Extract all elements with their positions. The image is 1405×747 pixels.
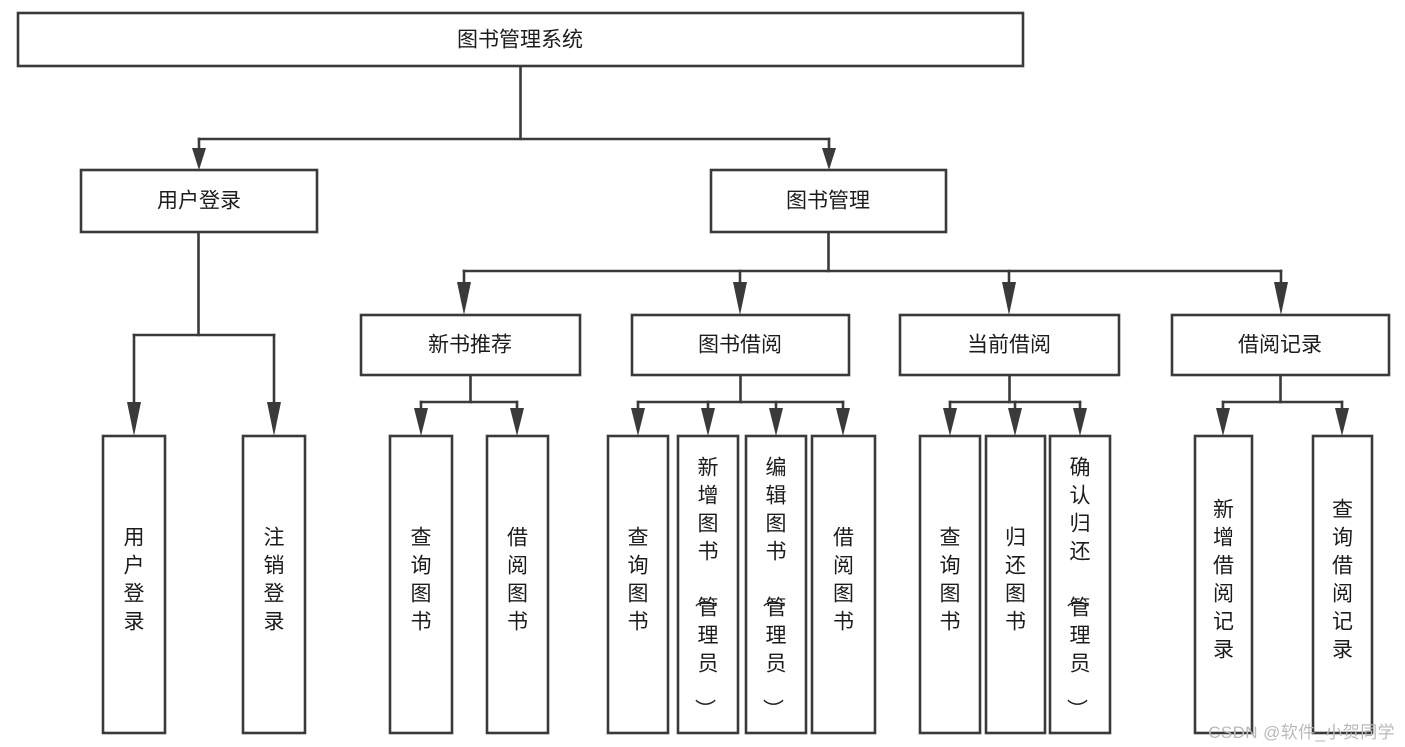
connector-layer — [127, 64, 1349, 436]
leaf-query-book-b[interactable]: 查询图书 — [606, 434, 670, 735]
node-new-book-recommend-label: 新书推荐 — [428, 334, 512, 357]
node-book-borrow[interactable]: 图书借阅 — [630, 313, 851, 377]
node-user-login[interactable]: 用户登录 — [79, 168, 319, 234]
node-borrow-record-label: 借阅记录 — [1238, 334, 1322, 357]
leaf-user-login[interactable]: 用户登录 — [101, 434, 167, 735]
node-book-manage-box[interactable] — [709, 168, 948, 234]
arrow-head-leaf-edit-book — [769, 408, 783, 436]
leaf-return-book[interactable]: 归还图书 — [984, 434, 1047, 735]
node-new-book-recommend-box[interactable] — [359, 313, 582, 377]
node-root-box[interactable] — [16, 11, 1025, 68]
arrow-head-leaf-confirm-return — [1073, 408, 1087, 436]
node-book-borrow-label: 图书借阅 — [698, 334, 782, 357]
leaf-query-book-rec-label: 查询图书 — [411, 527, 432, 634]
leaf-user-login-box[interactable] — [101, 434, 167, 735]
node-borrow-record[interactable]: 借阅记录 — [1170, 313, 1391, 377]
leaf-add-record-label: 新增借阅记录 — [1213, 499, 1234, 662]
leaf-add-record[interactable]: 新增借阅记录 — [1193, 434, 1254, 735]
leaf-query-record-box[interactable] — [1311, 434, 1374, 735]
leaf-query-book-c[interactable]: 查询图书 — [918, 434, 982, 735]
leaf-logout-box[interactable] — [241, 434, 307, 735]
arrow-head-currentborrow — [1002, 282, 1016, 315]
leaf-confirm-return[interactable]: 确认归还（管理员） — [1048, 434, 1112, 735]
leaf-edit-book-label: 编辑图书（管理员） — [761, 457, 787, 720]
node-book-manage-label: 图书管理 — [786, 190, 870, 213]
leaf-query-record[interactable]: 查询借阅记录 — [1311, 434, 1374, 735]
arrow-head-leaf-add-book — [701, 408, 715, 436]
node-root-label: 图书管理系统 — [457, 29, 583, 52]
arrow-head-leaf-query-book-c — [943, 408, 957, 436]
node-current-borrow-box[interactable] — [898, 313, 1121, 377]
arrow-head-book-manage — [822, 148, 836, 170]
arrow-head-leaf-borrow-book-b — [836, 408, 850, 436]
leaf-borrow-book-rec-box[interactable] — [485, 434, 550, 735]
leaf-add-record-box[interactable] — [1193, 434, 1254, 735]
arrow-head-user-login — [192, 148, 206, 170]
leaf-query-record-label: 查询借阅记录 — [1332, 499, 1353, 662]
leaf-borrow-book-b-box[interactable] — [810, 434, 877, 735]
node-borrow-record-box[interactable] — [1170, 313, 1391, 377]
leaf-logout[interactable]: 注销登录 — [241, 434, 307, 735]
leaf-query-book-rec[interactable]: 查询图书 — [388, 434, 454, 735]
leaf-edit-book[interactable]: 编辑图书（管理员） — [744, 434, 808, 735]
leaf-borrow-book-rec[interactable]: 借阅图书 — [485, 434, 550, 735]
leaf-query-book-c-label: 查询图书 — [940, 527, 961, 634]
leaf-return-book-label: 归还图书 — [1005, 527, 1026, 634]
leaf-query-book-rec-box[interactable] — [388, 434, 454, 735]
node-new-book-recommend[interactable]: 新书推荐 — [359, 313, 582, 377]
leaf-user-login-label: 用户登录 — [124, 527, 145, 634]
node-user-login-label: 用户登录 — [157, 190, 241, 213]
leaf-borrow-book-b-label: 借阅图书 — [833, 527, 854, 634]
leaf-add-book-label: 新增图书（管理员） — [693, 457, 719, 720]
leaf-confirm-return-label: 确认归还（管理员） — [1065, 457, 1091, 720]
arrow-head-leaf-query-book-rec — [414, 408, 428, 436]
leaf-return-book-box[interactable] — [984, 434, 1047, 735]
leaf-edit-book-box[interactable] — [744, 434, 808, 735]
arrow-head-leaf-query-book-b — [631, 408, 645, 436]
arrow-head-leaf-user-login — [127, 402, 141, 436]
leaf-add-book-box[interactable] — [676, 434, 740, 735]
arrow-head-leaf-query-record — [1335, 408, 1349, 436]
leaf-node-layer: 用户登录 注销登录 查询图书 借阅图书 查询图书 新增图书（管理员） 编辑图书（管理员） 借阅… — [101, 434, 1374, 735]
watermark-text: CSDN @软件_小贺同学 — [1208, 723, 1395, 742]
leaf-query-book-c-box[interactable] — [918, 434, 982, 735]
node-root[interactable]: 图书管理系统 — [16, 11, 1025, 68]
node-current-borrow-label: 当前借阅 — [967, 334, 1051, 357]
arrow-head-bookborrow — [733, 282, 747, 315]
arrow-head-leaf-logout — [267, 402, 281, 436]
node-book-borrow-box[interactable] — [630, 313, 851, 377]
arrow-head-borrowrecord — [1274, 282, 1288, 315]
leaf-query-book-b-label: 查询图书 — [628, 527, 649, 634]
leaf-query-book-b-box[interactable] — [606, 434, 670, 735]
arrow-head-leaf-add-record — [1216, 408, 1230, 436]
leaf-borrow-book-rec-label: 借阅图书 — [507, 527, 528, 634]
leaf-logout-label: 注销登录 — [264, 527, 285, 634]
leaf-confirm-return-box[interactable] — [1048, 434, 1112, 735]
leaf-add-book[interactable]: 新增图书（管理员） — [676, 434, 740, 735]
node-current-borrow[interactable]: 当前借阅 — [898, 313, 1121, 377]
arrow-head-newbook — [457, 282, 471, 315]
leaf-borrow-book-b[interactable]: 借阅图书 — [810, 434, 877, 735]
arrow-head-leaf-borrow-book-rec — [510, 408, 524, 436]
arrow-head-leaf-return-book — [1008, 408, 1022, 436]
node-user-login-box[interactable] — [79, 168, 319, 234]
node-book-manage[interactable]: 图书管理 — [709, 168, 948, 234]
